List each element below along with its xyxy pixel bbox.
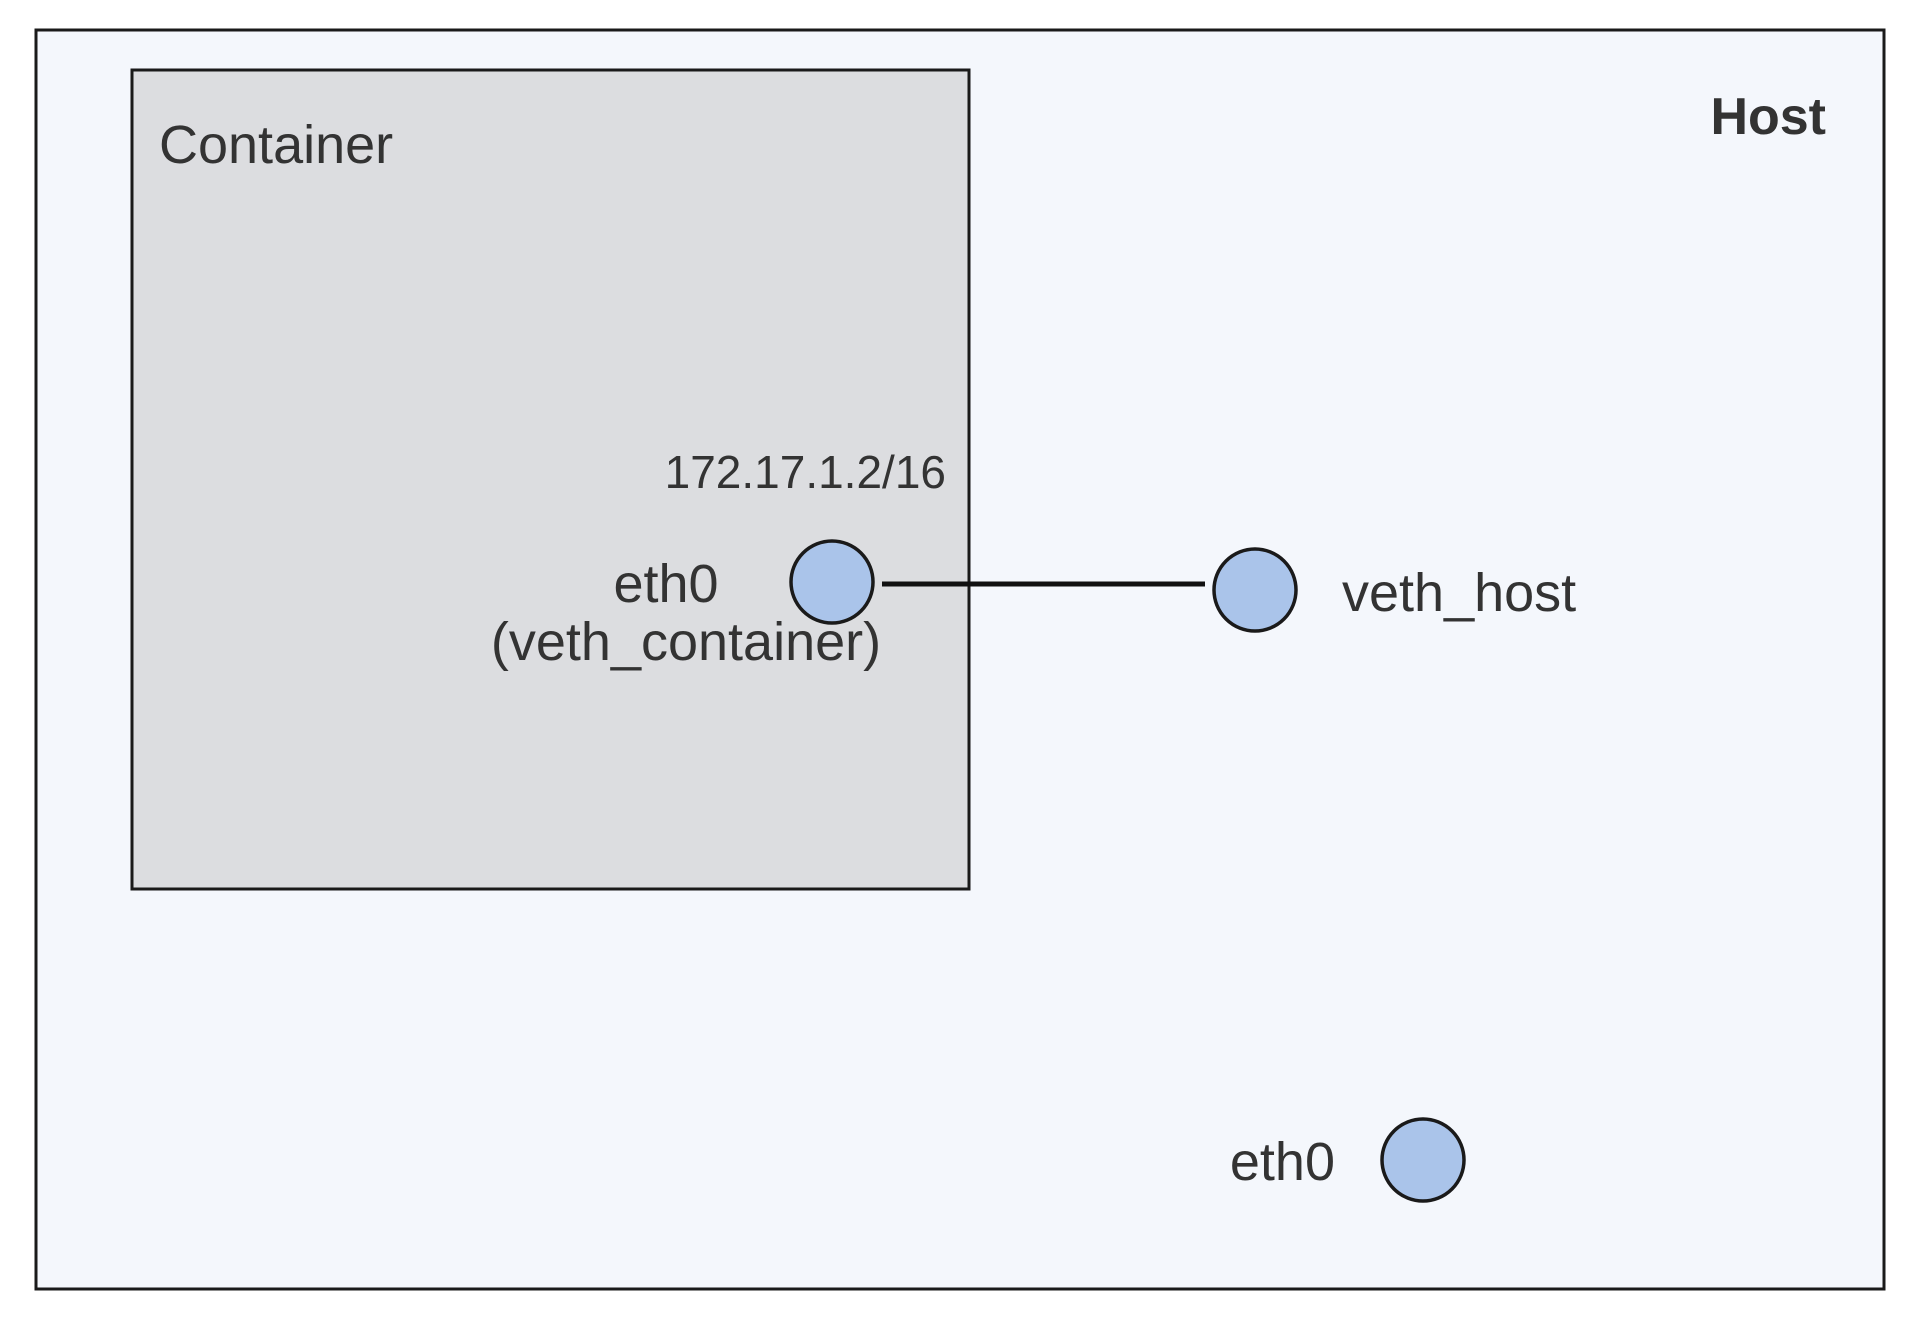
- host-eth0-label: eth0: [1230, 1132, 1335, 1192]
- container-veth-alias-label: (veth_container): [491, 612, 881, 672]
- container-eth0-interface-icon: [789, 539, 875, 625]
- veth-host-interface-icon: [1212, 547, 1298, 633]
- veth-host-label: veth_host: [1342, 563, 1576, 623]
- container-eth0-label: eth0: [613, 554, 718, 614]
- host-eth0-interface-icon: [1380, 1117, 1466, 1203]
- container-label: Container: [159, 115, 393, 175]
- host-label: Host: [1710, 88, 1826, 146]
- container-ip-label: 172.17.1.2/16: [665, 446, 946, 498]
- container-box: [130, 68, 971, 891]
